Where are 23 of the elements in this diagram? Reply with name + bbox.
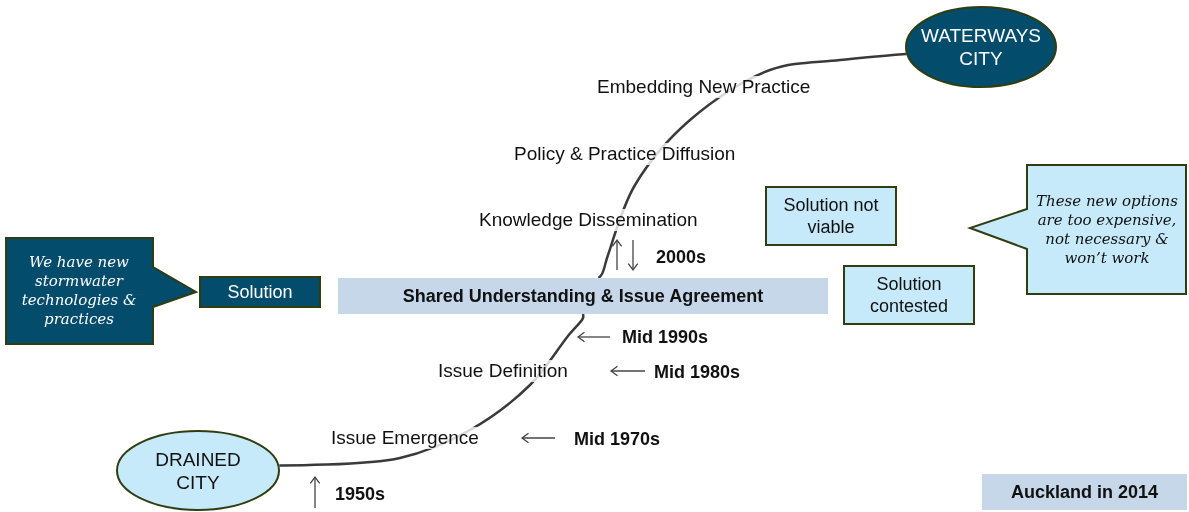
caption-label: Auckland in 2014 [1010,481,1159,503]
city-ellipse [116,430,280,511]
solution-box [843,265,975,325]
stage-band [338,278,828,314]
solution-label: Solution not viable [782,194,880,238]
stage-label: Policy & Practice Diffusion [512,143,738,165]
stage-label: Knowledge Dissemination [477,209,700,231]
city-ellipse [905,6,1057,88]
city-label: DRAINED CITY [154,447,242,494]
city-label: WATERWAYS CITY [921,24,1041,70]
caption-band [982,474,1187,510]
stage-label: Issue Emergence [329,427,481,449]
callout-text: We have new stormwater technologies & practices [20,253,138,329]
solution-label: Solution [227,281,293,303]
callout-text: These new options are too expensive, not necessary & won’t work [1035,191,1179,268]
speech-callout [968,164,1187,295]
solution-label: Solution contested [868,273,950,317]
stage-label: Issue Definition [436,360,570,382]
stage-label: Embedding New Practice [595,76,813,98]
stage-label: Shared Understanding & Issue Agreement [402,285,764,307]
speech-callout [5,237,197,345]
solution-box [199,276,321,308]
solution-box [765,186,897,246]
